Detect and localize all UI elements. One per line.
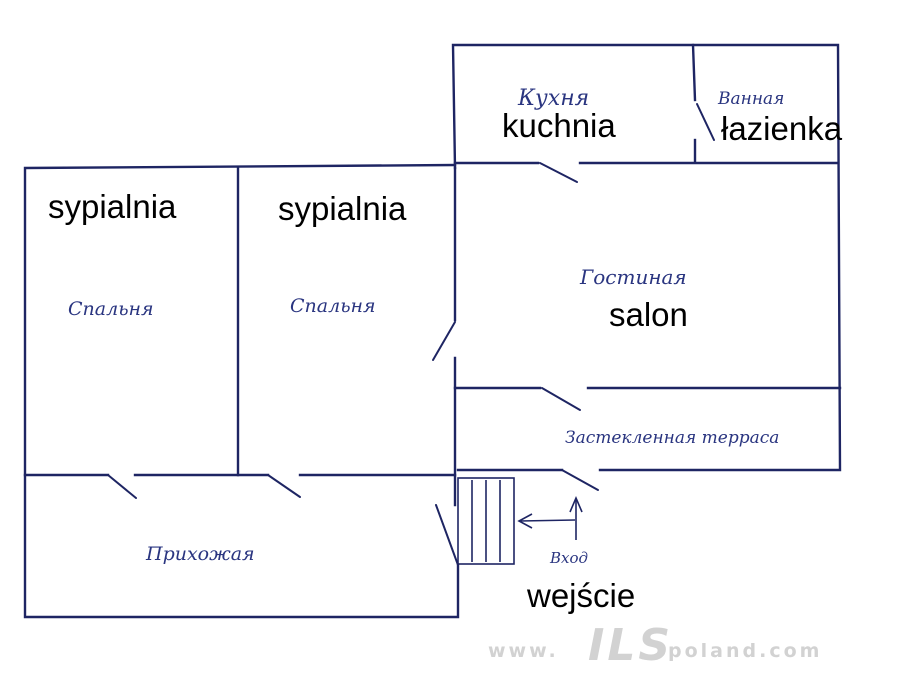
walls — [23, 43, 842, 619]
hallway-label-ru: Прихожая — [145, 543, 255, 565]
watermark-suffix: poland.com — [668, 640, 822, 662]
entrance-label-pl: wejście — [526, 577, 635, 614]
bathroom-label-pl: łazienka — [721, 110, 843, 147]
watermark-brand: ILS — [588, 620, 673, 671]
wall-outer-right — [451, 43, 842, 472]
kitchen-label-pl: kuchnia — [502, 107, 616, 144]
arrow-left-head — [517, 513, 533, 529]
door-terrace — [541, 387, 581, 411]
stairs-outline — [457, 477, 515, 565]
living-room-label-pl: salon — [609, 296, 688, 333]
entrance-label-ru: Вход — [549, 549, 588, 567]
door-bedroom2-living — [432, 321, 456, 361]
door-kitchen — [539, 162, 578, 183]
door-terrace-outside — [561, 469, 599, 491]
entrance-arrows — [517, 495, 583, 540]
door-bathroom — [696, 103, 715, 141]
door-hallway-entrance — [435, 504, 459, 566]
watermark: www. ILS poland.com — [488, 620, 822, 671]
arrow-left-shaft — [519, 519, 576, 522]
wall-kitchen-bath — [691, 43, 697, 102]
entrance-stairs — [457, 477, 515, 565]
wall-outer-left — [23, 163, 460, 619]
kitchen-label-ru: Кухня — [517, 86, 589, 111]
handwritten-labels: Кухня Ванная Спальня Спальня Гостиная За… — [68, 86, 784, 567]
arrow-up-head — [569, 495, 583, 513]
terrace-label-ru: Застекленная терраса — [565, 428, 779, 448]
doors — [107, 103, 715, 566]
bathroom-label-ru: Ванная — [717, 89, 784, 109]
bedroom-left-label-ru: Спальня — [68, 298, 154, 320]
bedroom-right-label-pl: sypialnia — [278, 190, 407, 227]
polish-labels: kuchnia łazienka sypialnia sypialnia sal… — [48, 107, 843, 614]
living-room-label-ru: Гостиная — [579, 265, 687, 289]
door-bedroom1 — [107, 474, 137, 499]
bedroom-left-label-pl: sypialnia — [48, 188, 177, 225]
door-bedroom2 — [267, 474, 301, 498]
bedroom-right-label-ru: Спальня — [290, 295, 376, 317]
watermark-prefix: www. — [488, 640, 559, 662]
